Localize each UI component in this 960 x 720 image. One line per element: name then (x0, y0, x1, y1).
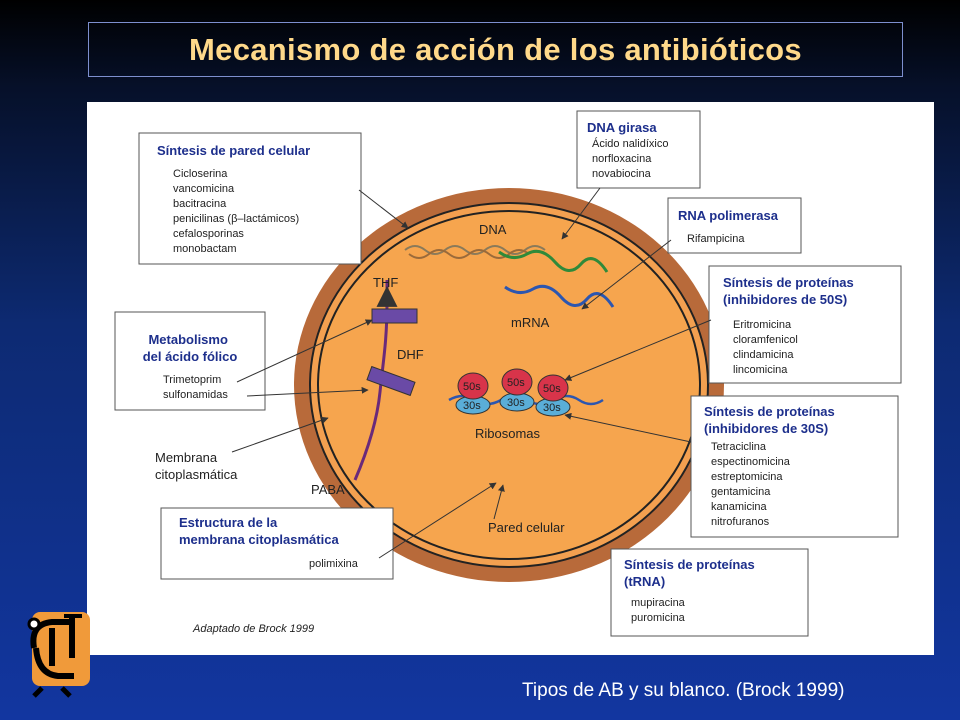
ribosome-50s-label-2: 50s (507, 377, 525, 389)
ribosomas-label: Ribosomas (475, 426, 541, 441)
figure-caption: Tipos de AB y su blanco. (Brock 1999) (522, 680, 845, 701)
arrow-pared (358, 189, 409, 229)
box-estructura-membrana: Estructura de la membrana citoplasmática… (160, 507, 394, 580)
arrow-trimetoprim (236, 319, 373, 383)
box-sintesis-50s: Síntesis de proteínas (inhibidores de 50… (708, 265, 902, 384)
membrana-label: Membrana citoplasmática (155, 450, 238, 482)
pointer-arrows (231, 187, 712, 559)
box-dna-girasa-items: Ácido nalidíxico norfloxacina novabiocin… (592, 137, 672, 180)
dhf-enzyme-bar (366, 365, 416, 397)
box-rna-polimerasa-items: Rifampicina (687, 233, 745, 245)
ribosome-50s-3 (537, 374, 569, 402)
box-metabolismo-folico: Metabolismo del ácido fólico Trimetoprim… (114, 311, 266, 411)
box-sintesis-trna: Síntesis de proteínas (tRNA) mupiracina … (610, 548, 809, 637)
arrow-sulfonamidas (246, 386, 369, 397)
box-rna-polimerasa-title: RNA polimerasa (678, 208, 779, 223)
box-dna-girasa-title: DNA girasa (587, 120, 657, 135)
box-sintesis-50s-title: Síntesis de proteínas (inhibidores de 50… (723, 275, 857, 307)
arrow-50s (564, 319, 712, 381)
ribosome-2: 50s 30s (499, 368, 535, 412)
ribosome-1: 50s 30s (455, 372, 491, 415)
box-metabolismo-folico-items: Trimetoprim sulfonamidas (163, 374, 228, 401)
ribosome-50s-1 (457, 372, 489, 400)
box-dna-girasa: DNA girasa Ácido nalidíxico norfloxacina… (576, 110, 701, 189)
institution-logo-icon (27, 612, 90, 698)
box-estructura-membrana-title: Estructura de la membrana citoplasmática (179, 515, 339, 547)
box-sintesis-pared: Síntesis de pared celular Cicloserina va… (138, 132, 362, 265)
box-sintesis-30s-items: Tetraciclina espectinomicina estreptomic… (711, 441, 793, 528)
antibiotic-mechanism-diagram: DNA mRNA THF DHF PABA 50s 30s 50s 30s 50… (87, 102, 934, 655)
credit-label: Adaptado de Brock 1999 (192, 623, 314, 635)
box-sintesis-30s-title: Síntesis de proteínas (inhibidores de 30… (704, 404, 838, 436)
ribosome-50s-2 (501, 368, 533, 396)
dna-strand-brown (408, 249, 530, 259)
mrna-label: mRNA (511, 315, 550, 330)
ribosome-50s-label-1: 50s (463, 381, 481, 393)
arrow-pared-celular (493, 484, 505, 520)
box-estructura-membrana-items: polimixina (309, 558, 359, 570)
ribosome-30s-label-1: 30s (463, 400, 481, 412)
paba-label: PABA (311, 482, 345, 497)
arrow-rna-pol (581, 239, 672, 310)
box-sintesis-pared-title: Síntesis de pared celular (157, 143, 310, 158)
dhf-label: DHF (397, 347, 424, 362)
ribosome-3: 50s 30s (535, 374, 571, 417)
box-sintesis-50s-items: Eritromicina cloramfenicol clindamicina … (733, 319, 801, 376)
box-rna-polimerasa: RNA polimerasa Rifampicina (667, 197, 802, 254)
box-sintesis-trna-items: mupiracina puromicina (631, 597, 688, 624)
mrna-strand (504, 284, 615, 308)
box-sintesis-30s: Síntesis de proteínas (inhibidores de 30… (690, 395, 899, 538)
box-sintesis-trna-title: Síntesis de proteínas (tRNA) (624, 557, 758, 589)
ribosome-30s-label-3: 30s (543, 402, 561, 414)
dna-strand-green (498, 249, 609, 273)
diagram-canvas: DNA mRNA THF DHF PABA 50s 30s 50s 30s 50… (114, 110, 902, 637)
ribosome-30s-label-2: 30s (507, 397, 525, 409)
slide-title: Mecanismo de acción de los antibióticos (88, 22, 903, 77)
ribosome-50s-label-3: 50s (543, 383, 561, 395)
thf-enzyme-bar (371, 308, 418, 324)
arrow-polimixina (378, 482, 497, 559)
arrow-30s (564, 412, 692, 443)
dna-label: DNA (479, 222, 507, 237)
arrow-dna-girasa (561, 187, 601, 240)
box-sintesis-pared-items: Cicloserina vancomicina bacitracina peni… (173, 168, 302, 255)
thf-label: THF (373, 275, 398, 290)
box-metabolismo-folico-title: Metabolismo del ácido fólico (143, 332, 238, 364)
pared-celular-label: Pared celular (488, 520, 565, 535)
arrow-membrana (231, 416, 329, 453)
